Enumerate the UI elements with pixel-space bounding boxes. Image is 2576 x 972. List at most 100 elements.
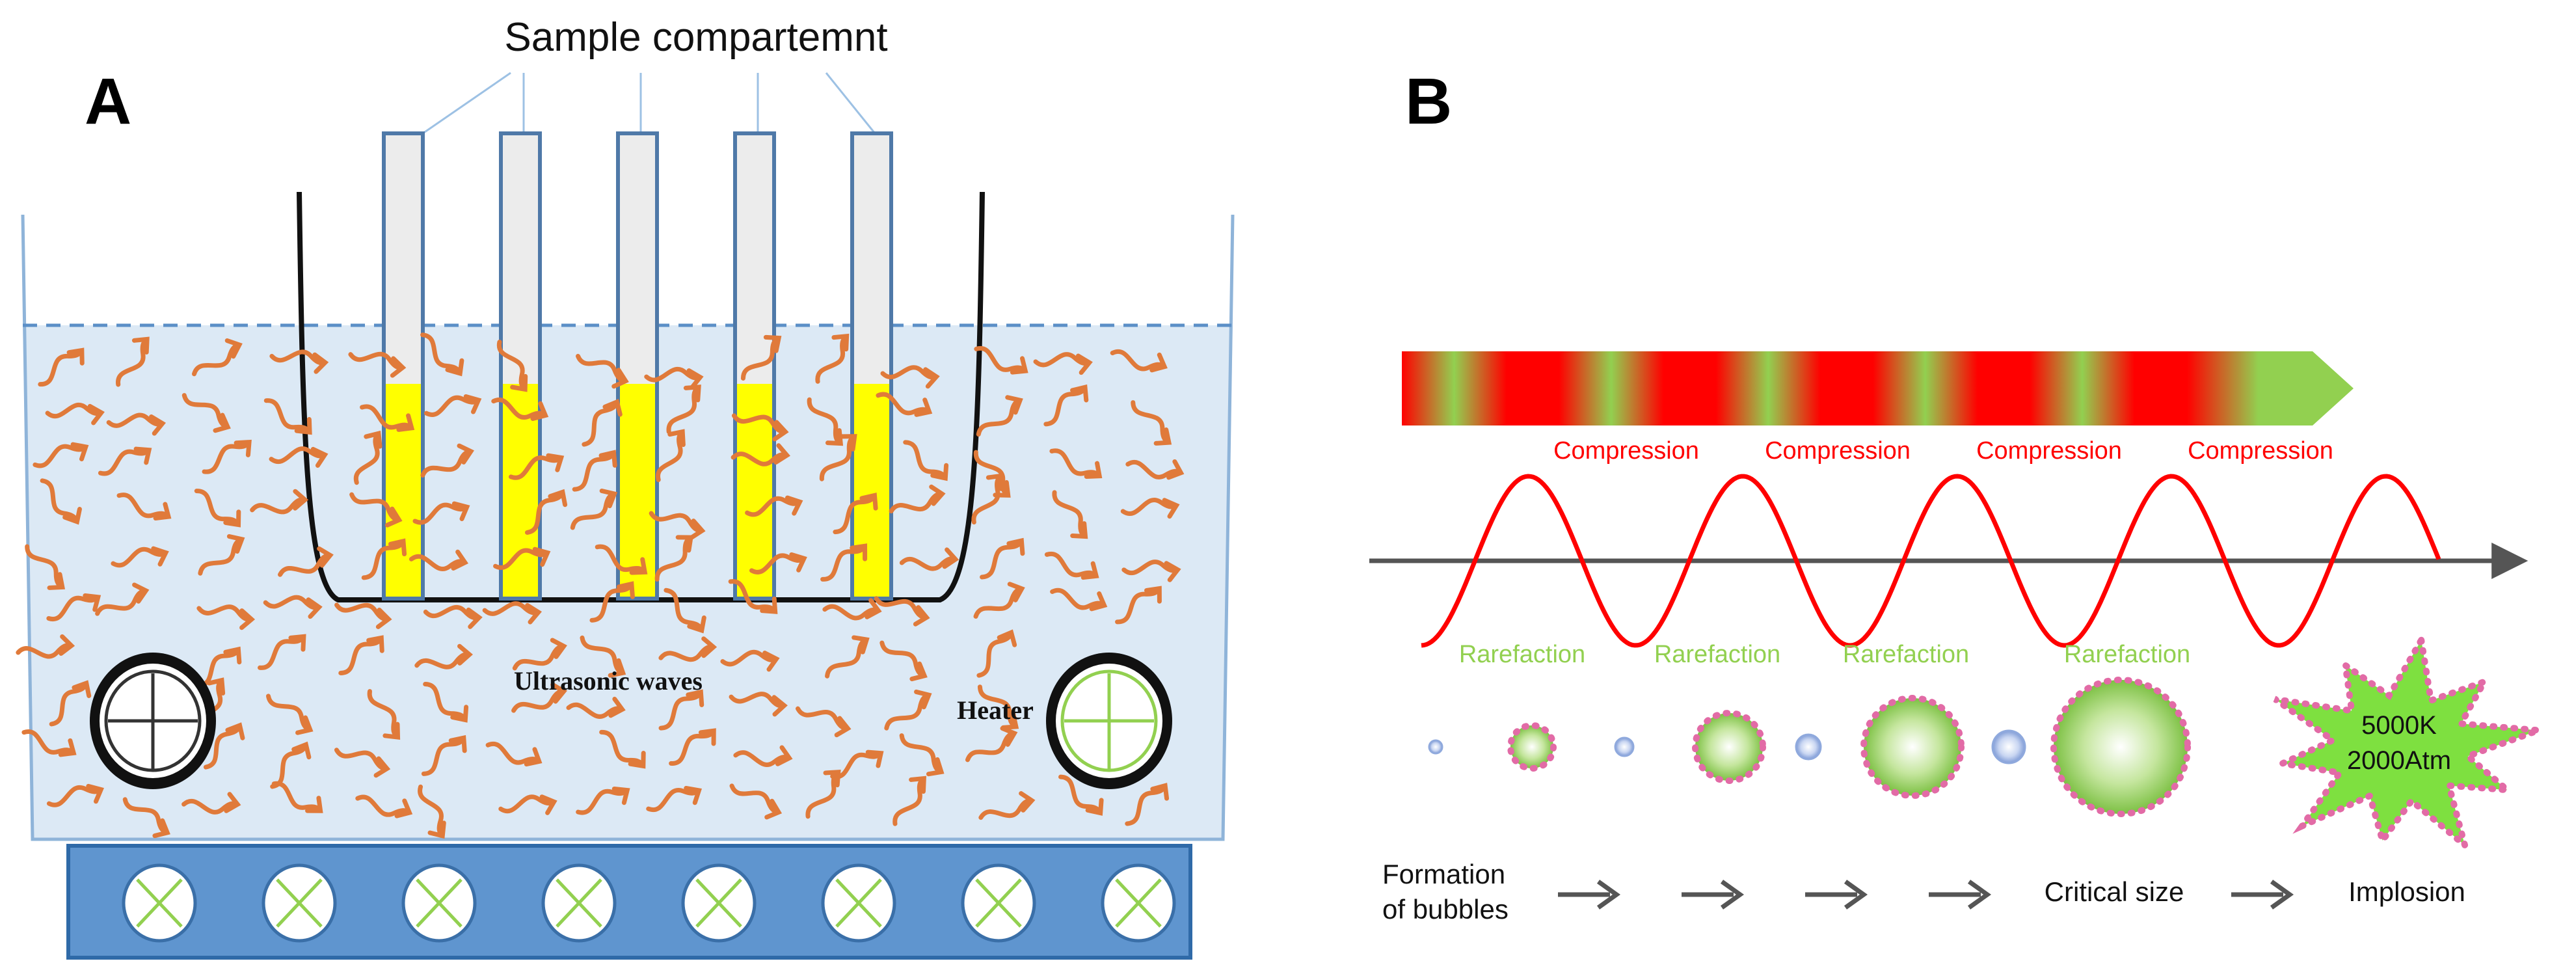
wave-arrow-icon: [95, 582, 150, 616]
transducer-icon: [681, 863, 757, 943]
compression-label: Compression: [1553, 437, 1699, 465]
wave-arrow-icon: [493, 547, 551, 570]
wave-arrow-icon: [418, 784, 446, 839]
wave-arrow-icon: [250, 489, 309, 515]
transducer-elements: [122, 863, 1176, 943]
sample-compartment-label: Sample compartemnt: [504, 15, 887, 60]
wave-arrow-icon: [355, 794, 413, 818]
wave-arrow-icon: [570, 489, 618, 530]
wave-arrow-icon: [265, 694, 314, 735]
wave-arrow-icon: [965, 726, 1018, 763]
small-bubble-icon: [1991, 729, 2026, 764]
wave-arrow-icon: [971, 473, 1004, 525]
wave-arrow-icon: [202, 439, 252, 474]
wave-arrow-icon: [980, 537, 1025, 580]
panel-a-ultrasonic-bath: A Sample compartemnt: [16, 15, 1235, 960]
wave-arrow-icon: [649, 511, 706, 540]
wave-arrow-icon: [1120, 498, 1180, 519]
process-arrow-icon: [1929, 880, 1992, 910]
rarefaction-label: Rarefaction: [1459, 641, 1585, 668]
wave-arrow-icon: [740, 334, 782, 381]
wave-arrow-icon: [1125, 459, 1185, 480]
left-heater-icon: [90, 653, 216, 789]
wave-arrow-icon: [576, 353, 629, 389]
wave-arrow-icon: [658, 689, 704, 731]
transducer-icon: [961, 863, 1036, 943]
ultrasonic-waves-label: Ultrasonic waves: [514, 666, 703, 695]
wave-arrow-icon: [45, 402, 105, 425]
wave-arrow-icon: [271, 781, 323, 813]
wave-arrow-icon: [1043, 384, 1089, 427]
wave-arrow-icon: [595, 544, 648, 575]
wave-arrow-icon: [1049, 448, 1103, 479]
wave-arrow-icon: [582, 398, 623, 447]
wave-arrow-icon: [1115, 586, 1162, 625]
wave-arrow-icon: [892, 776, 927, 826]
wave-arrow-icon: [349, 492, 403, 528]
wave-arrow-icon: [566, 696, 626, 719]
wave-arrow-icon: [795, 706, 852, 738]
growing-bubble-icon: [1692, 710, 1766, 784]
implosion-star-icon: 5000K 2000Atm: [2271, 630, 2540, 855]
wave-arrow-icon: [111, 546, 169, 568]
wave-arrow-icon: [423, 604, 483, 629]
wave-arrow-icon: [819, 434, 857, 481]
wave-arrow-icon: [338, 635, 384, 675]
sample-tube: [616, 131, 659, 601]
wave-arrow-icon: [181, 393, 231, 433]
wave-arrow-icon: [1058, 774, 1104, 816]
wave-arrow-icon: [654, 535, 694, 582]
wave-arrow-icon: [576, 786, 630, 815]
wave-arrow-icon: [414, 643, 473, 669]
wave-arrow-icon: [33, 442, 89, 468]
wave-arrow-icon: [976, 629, 1017, 678]
rarefaction-label: Rarefaction: [1654, 641, 1780, 668]
wave-arrow-icon: [485, 741, 543, 767]
transducer-icon: [1101, 863, 1176, 943]
sample-tube: [850, 131, 893, 601]
wave-arrow-icon: [833, 493, 878, 535]
compression-label: Compression: [1976, 437, 2122, 465]
wave-arrow-icon: [1033, 352, 1093, 375]
wave-arrow-icon: [666, 385, 701, 435]
wave-arrow-icon: [805, 769, 841, 819]
wave-arrow-icon: [116, 493, 172, 521]
wave-arrow-icon: [16, 634, 75, 659]
wave-arrow-icon: [580, 635, 626, 678]
implosion-label: Implosion: [2348, 876, 2465, 907]
wave-arrow-icon: [879, 640, 928, 682]
heater-label: Heater: [957, 695, 1034, 725]
wave-arrow-icon: [361, 538, 407, 580]
wave-arrow-icon: [360, 404, 415, 432]
wave-arrow-icon: [745, 495, 803, 517]
wave-arrow-icon: [731, 443, 790, 466]
wave-arrow-icon: [876, 392, 933, 417]
small-bubble-icon: [1428, 739, 1443, 755]
wave-arrow-icon: [1121, 560, 1181, 582]
wave-arrow-icon: [974, 345, 1028, 375]
wave-arrow-icon: [1044, 551, 1099, 580]
process-arrow-icon: [1805, 880, 1868, 910]
wave-arrow-icon: [1110, 349, 1168, 373]
pressure-sine-wave: [1421, 474, 2441, 648]
ultrasonic-wave-arrows: [16, 332, 1185, 839]
transducer-icon: [262, 863, 337, 943]
wave-arrow-icon: [880, 365, 940, 389]
wave-arrow-icon: [729, 692, 788, 717]
wave-arrow-icon: [25, 544, 66, 590]
wave-arrow-icon: [49, 680, 92, 727]
wave-arrow-icon: [807, 397, 844, 446]
wave-arrow-icon: [589, 581, 635, 623]
small-bubble-icon: [1795, 733, 1822, 761]
wave-arrow-icon: [334, 602, 392, 629]
wave-arrow-icon: [367, 689, 401, 740]
wave-arrow-icon: [830, 749, 884, 779]
compression-band-arrow: [1402, 351, 2354, 425]
critical-size-label: Critical size: [2045, 876, 2184, 907]
wave-arrow-icon: [203, 722, 245, 770]
process-arrow-icon: [1558, 880, 1621, 910]
wave-arrow-icon: [669, 728, 716, 766]
wave-arrow-icon: [644, 366, 704, 390]
wave-arrow-icon: [728, 579, 778, 614]
wave-arrow-icon: [46, 593, 101, 622]
